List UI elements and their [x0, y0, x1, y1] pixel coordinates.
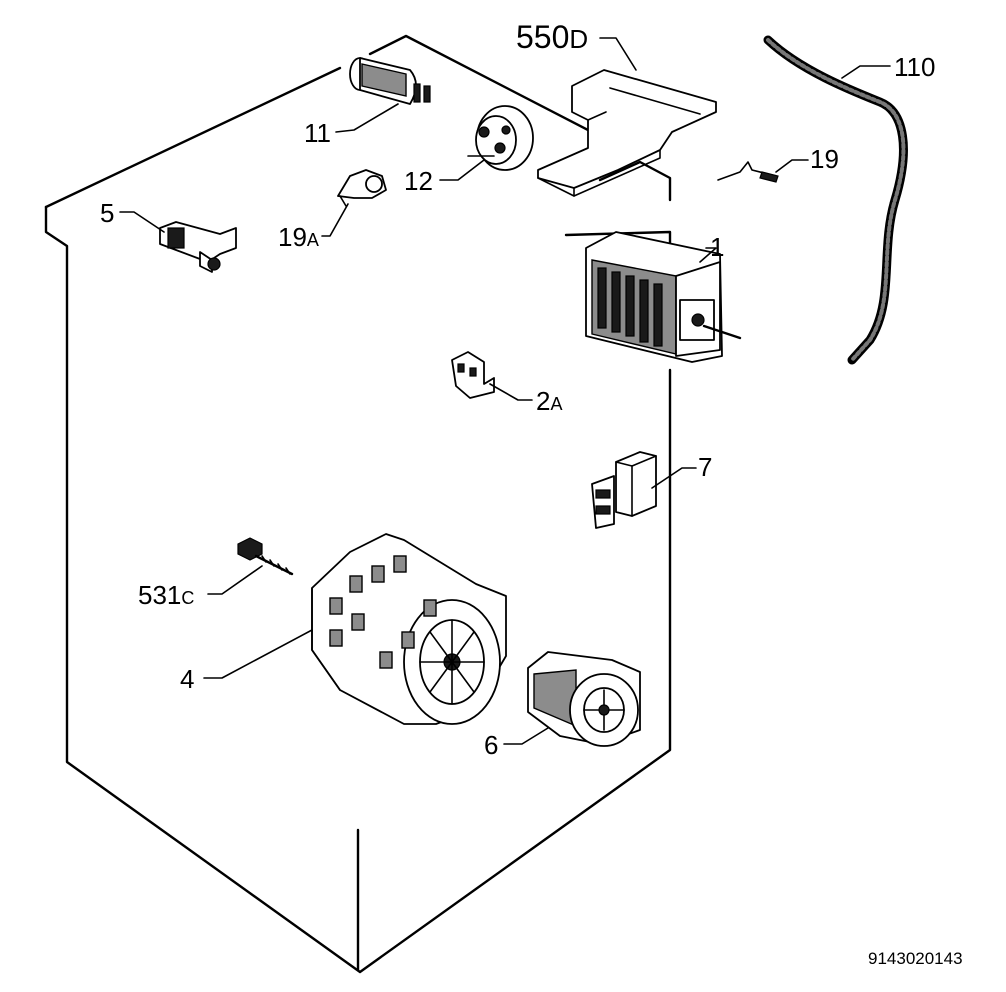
label-6: 6: [484, 730, 498, 760]
label-11: 11: [304, 118, 331, 148]
timer-part: [585, 231, 742, 363]
water-valve-part: [159, 221, 237, 273]
cable-part: [763, 35, 908, 365]
pressure-switch-part: [467, 105, 534, 171]
label-2a: 2A: [536, 386, 562, 416]
label-19a: 19A: [278, 222, 319, 252]
callout-labels: 550D 110 11 12 19 19A 5 1 2A 7 531C 4 6: [100, 19, 935, 760]
clip-19a-part: [337, 169, 387, 207]
label-1: 1: [710, 232, 724, 262]
label-19: 19: [810, 144, 839, 174]
reference-number: 9143020143: [868, 949, 963, 968]
motor-vent-slots: [329, 555, 437, 669]
capacitor-part: [349, 57, 431, 105]
leader-lines: [119, 37, 891, 745]
timer-contacts: [597, 267, 663, 347]
label-4: 4: [180, 664, 194, 694]
connector-part: [451, 351, 495, 399]
cabinet-outline: [44, 34, 672, 974]
drain-pump-part: [527, 651, 641, 747]
clip-19-part: [717, 161, 779, 183]
label-531c: 531C: [138, 580, 194, 610]
label-7: 7: [698, 452, 712, 482]
motor-part: [311, 533, 507, 725]
screw-part: [237, 537, 294, 576]
label-550d: 550D: [516, 19, 588, 55]
label-5: 5: [100, 198, 114, 228]
label-12: 12: [404, 166, 433, 196]
suppressor-part: [591, 451, 657, 529]
top-plate-part: [537, 69, 717, 197]
label-110: 110: [894, 52, 935, 82]
